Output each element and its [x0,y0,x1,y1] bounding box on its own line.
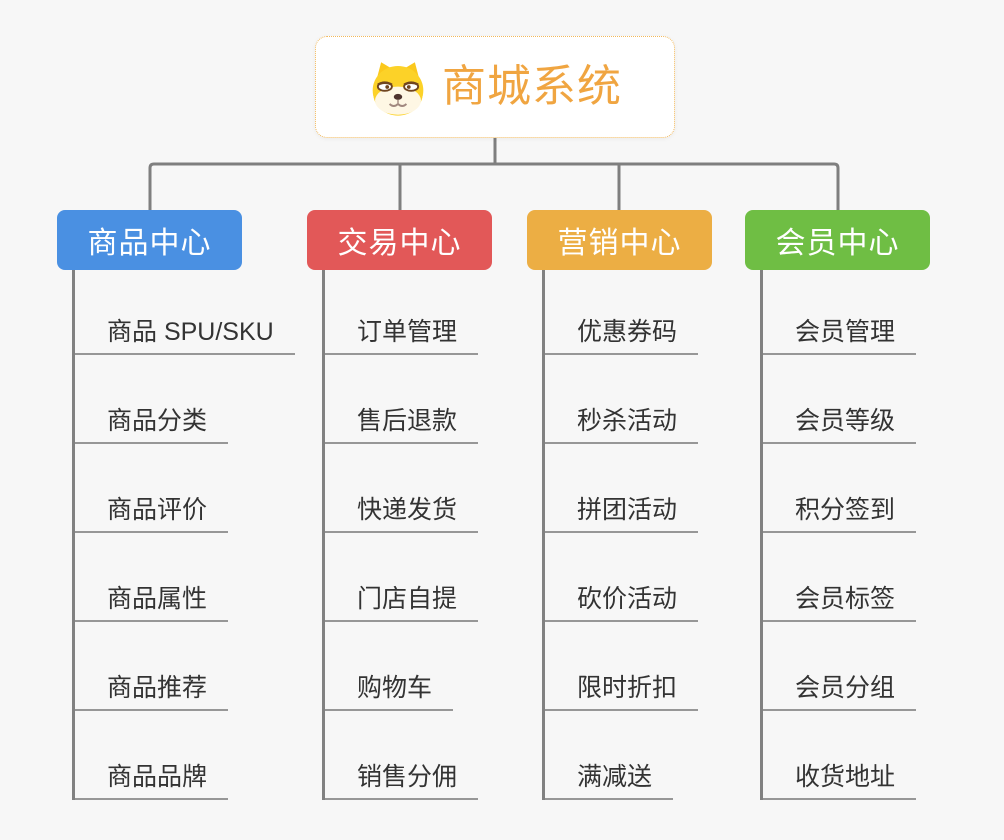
topic-item: 会员管理 [763,270,930,355]
branch-column-member: 会员中心 会员管理 会员等级 积分签到 会员标签 会员分组 收货地址 [745,210,930,800]
topic-item: 订单管理 [325,270,492,355]
topic-item-label[interactable]: 快递发货 [325,495,479,533]
topic-item: 商品推荐 [75,622,295,711]
topic-item-label[interactable]: 商品评价 [75,495,229,533]
topic-item: 商品品牌 [75,711,295,800]
branch-items-trade: 订单管理 售后退款 快递发货 门店自提 购物车 销售分佣 [322,270,492,800]
root-topic[interactable]: 商城系统 [315,36,675,138]
topic-item-label[interactable]: 积分签到 [763,495,917,533]
topic-item: 会员等级 [763,355,930,444]
branch-header-marketing[interactable]: 营销中心 [527,210,712,270]
topic-item-label[interactable]: 商品属性 [75,584,229,622]
topic-item: 商品属性 [75,533,295,622]
topic-item: 砍价活动 [545,533,712,622]
topic-item-label[interactable]: 订单管理 [325,317,479,355]
topic-item-label[interactable]: 商品品牌 [75,762,229,800]
root-topic-label: 商城系统 [442,62,622,111]
topic-item: 满减送 [545,711,712,800]
topic-item-label[interactable]: 砍价活动 [545,584,699,622]
branch-items-product: 商品 SPU/SKU 商品分类 商品评价 商品属性 商品推荐 商品品牌 [72,270,295,800]
topic-item-label[interactable]: 满减送 [545,762,674,800]
topic-item-label[interactable]: 购物车 [325,673,454,711]
branch-column-product: 商品中心 商品 SPU/SKU 商品分类 商品评价 商品属性 商品推荐 商品品牌 [57,210,295,800]
topic-item: 销售分佣 [325,711,492,800]
branch-header-product[interactable]: 商品中心 [57,210,242,270]
topic-item: 收货地址 [763,711,930,800]
branch-column-trade: 交易中心 订单管理 售后退款 快递发货 门店自提 购物车 销售分佣 [307,210,492,800]
topic-item-label[interactable]: 商品 SPU/SKU [75,317,295,355]
topic-item-label[interactable]: 会员分组 [763,673,917,711]
topic-item: 优惠券码 [545,270,712,355]
topic-item: 商品分类 [75,355,295,444]
topic-item-label[interactable]: 会员管理 [763,317,917,355]
topic-item-label[interactable]: 销售分佣 [325,762,479,800]
topic-item-label[interactable]: 拼团活动 [545,495,699,533]
topic-item-label[interactable]: 会员等级 [763,406,917,444]
topic-item: 门店自提 [325,533,492,622]
topic-item-label[interactable]: 商品分类 [75,406,229,444]
topic-item: 积分签到 [763,444,930,533]
topic-item-label[interactable]: 售后退款 [325,406,479,444]
branch-items-marketing: 优惠券码 秒杀活动 拼团活动 砍价活动 限时折扣 满减送 [542,270,712,800]
topic-item: 拼团活动 [545,444,712,533]
topic-item-label[interactable]: 秒杀活动 [545,406,699,444]
topic-item: 快递发货 [325,444,492,533]
topic-item: 售后退款 [325,355,492,444]
topic-item: 秒杀活动 [545,355,712,444]
topic-item-label[interactable]: 商品推荐 [75,673,229,711]
topic-item-label[interactable]: 限时折扣 [545,673,699,711]
topic-item-label[interactable]: 门店自提 [325,584,479,622]
topic-item-label[interactable]: 优惠券码 [545,317,699,355]
shiba-dog-icon [372,61,424,116]
branch-bus-line [148,162,840,211]
topic-item-label[interactable]: 会员标签 [763,584,917,622]
branch-column-marketing: 营销中心 优惠券码 秒杀活动 拼团活动 砍价活动 限时折扣 满减送 [527,210,712,800]
topic-item: 会员分组 [763,622,930,711]
topic-item: 商品 SPU/SKU [75,270,295,355]
topic-item: 会员标签 [763,533,930,622]
branch-items-member: 会员管理 会员等级 积分签到 会员标签 会员分组 收货地址 [760,270,930,800]
topic-item-label[interactable]: 收货地址 [763,762,917,800]
topic-item: 商品评价 [75,444,295,533]
branch-header-member[interactable]: 会员中心 [745,210,930,270]
topic-item: 购物车 [325,622,492,711]
branch-header-trade[interactable]: 交易中心 [307,210,492,270]
topic-item: 限时折扣 [545,622,712,711]
